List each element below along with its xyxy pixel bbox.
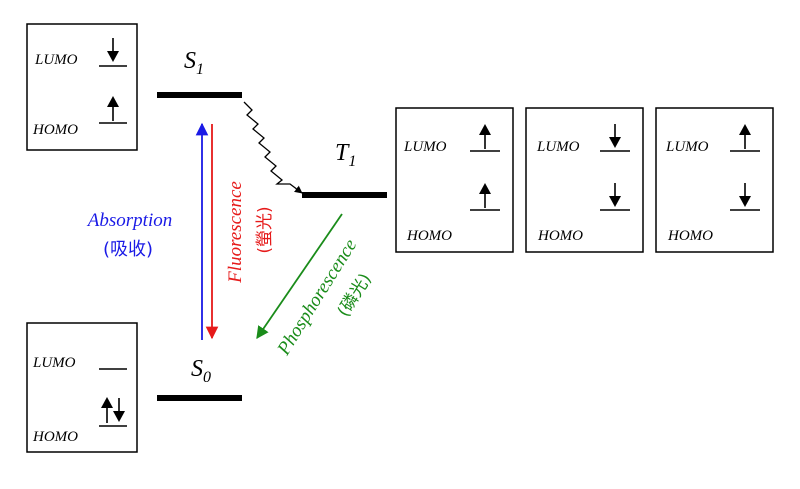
homo-label: HOMO: [32, 429, 78, 445]
phosphorescence-arrow: [256, 213, 343, 340]
spin-down-arrow-icon: [609, 124, 621, 148]
orbital-box-s0: LUMO HOMO: [26, 322, 138, 453]
homo-label: HOMO: [406, 228, 452, 244]
fluorescence-cjk-label: (螢光): [255, 206, 275, 253]
absorption-label: Absorption: [86, 210, 172, 231]
spin-down-arrow-icon: [609, 183, 621, 207]
lumo-label: LUMO: [665, 139, 709, 155]
spin-down-arrow-icon: [739, 183, 751, 207]
homo-label: HOMO: [667, 228, 713, 244]
orbital-box-s1: LUMO HOMO: [26, 23, 138, 151]
spin-up-arrow-icon: [101, 397, 113, 423]
t1-state-label: T1: [335, 140, 356, 170]
spin-up-arrow-icon: [479, 183, 491, 208]
intersystem-crossing-arrow: [243, 101, 303, 194]
lumo-label: LUMO: [32, 355, 76, 371]
spin-up-arrow-icon: [107, 96, 119, 121]
spin-up-arrow-icon: [479, 124, 491, 149]
homo-label: HOMO: [537, 228, 583, 244]
spin-down-arrow-icon: [107, 38, 119, 62]
orbital-box-t1-b: LUMO HOMO: [525, 107, 644, 253]
s0-state-label: S0: [191, 356, 211, 386]
orbital-box-t1-c: LUMO HOMO: [655, 107, 774, 253]
lumo-label: LUMO: [403, 139, 447, 155]
lumo-label: LUMO: [34, 52, 78, 68]
homo-label: HOMO: [32, 122, 78, 138]
s1-state-label: S1: [184, 48, 204, 78]
lumo-label: LUMO: [536, 139, 580, 155]
orbital-box-t1-a: LUMO HOMO: [395, 107, 514, 253]
spin-down-arrow-icon: [113, 398, 125, 422]
fluorescence-label: Fluorescence: [225, 181, 246, 284]
absorption-cjk-label: (吸收): [103, 239, 153, 260]
spin-up-arrow-icon: [739, 124, 751, 149]
